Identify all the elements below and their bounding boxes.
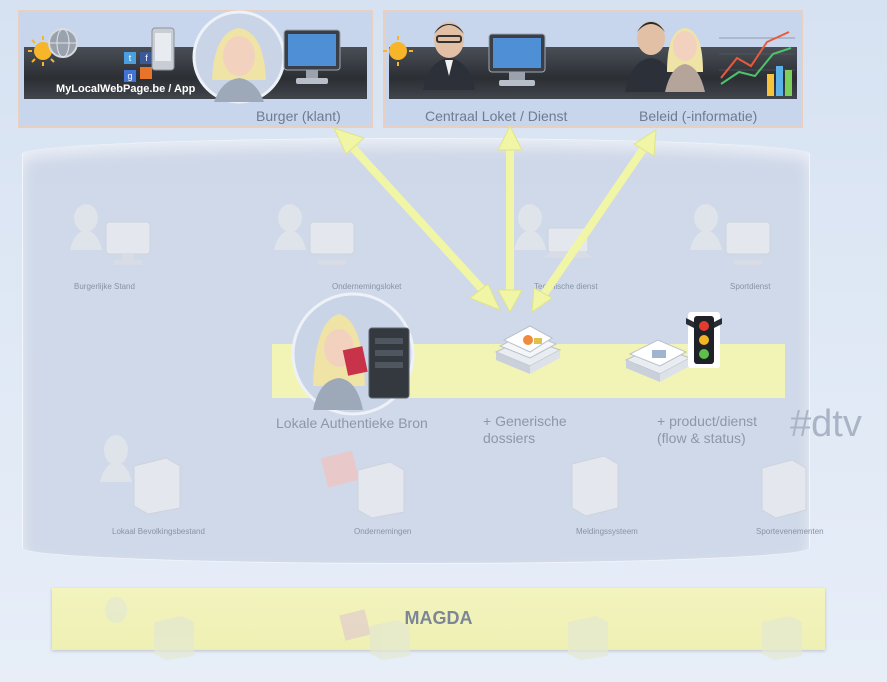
clerk-avatar [423,22,475,90]
generic-dossier-label: + Generische dossiers [483,413,567,446]
citizen-label: Burger (klant) [256,108,341,124]
service-label-reporting: Meldingssysteem [576,527,638,536]
arrow-desk-to-dossier [497,124,523,314]
monitor-icon [488,33,546,86]
product-dossier-label: + product/dienst (flow & status) [657,413,758,446]
product-dossier-icon [624,339,692,382]
sun-icon [383,36,413,66]
chart-icon [719,31,795,96]
local-source-label: Lokale Authentieke Bron [276,415,428,431]
population-register-icon [100,435,181,515]
service-label-companies: Ondernemingen [354,527,412,536]
citizen-avatar [192,10,286,104]
citizen-panel: t f g MyLocalWebPage.be / App Burger (kl… [18,10,373,128]
hashtag-label: #dtv [790,403,862,445]
arrow-policy-to-dossier [531,129,657,314]
service-label-civil-registry: Burgerlijke Stand [74,282,135,291]
sports-events-icon [761,459,807,519]
facebook-icon: f [140,52,153,64]
website-label: MyLocalWebPage.be / App [56,83,196,95]
enterprise-desk-icon [274,204,355,265]
local-source-avatar [291,292,415,416]
magda-services-icons [105,597,802,660]
reporting-system-icon [571,455,619,517]
dossier-icon [494,325,562,374]
social-icons: t f g [124,48,154,84]
twitter-icon: t [124,52,136,64]
desk-panel: Centraal Loket / Dienst Beleid (-informa… [383,10,803,128]
service-label-population: Lokaal Bevolkingsbestand [112,527,205,536]
google-icon: g [124,70,136,82]
magda-label: MAGDA [404,608,473,628]
rss-icon [140,67,153,79]
arrow-citizen-to-dossier [333,127,501,311]
service-label-sports: Sportdienst [730,282,771,291]
companies-icon [320,450,405,519]
sports-service-icon [690,204,771,265]
service-label-technical: Technische dienst [534,282,598,291]
policy-makers-avatar [625,21,705,92]
central-desk-label: Centraal Loket / Dienst [425,108,568,124]
civil-registry-icon [70,204,151,265]
policy-label: Beleid (-informatie) [639,108,758,124]
globe-icon [48,28,78,58]
traffic-light-icon [686,312,722,368]
magda-bar: MAGDA [52,588,825,660]
smartphone-icon [151,27,175,71]
service-label-enterprise-desk: Ondernemingsloket [332,282,402,291]
monitor-icon [283,29,341,84]
service-label-sports-events: Sportevenementen [756,527,824,536]
